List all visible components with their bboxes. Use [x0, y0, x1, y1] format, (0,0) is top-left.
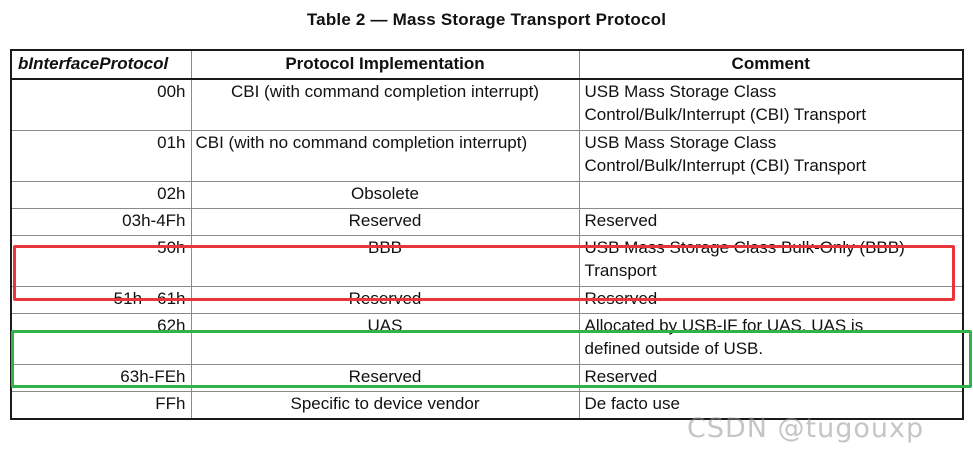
- cell-protocol-code: 03h-4Fh: [10, 208, 192, 236]
- cell-comment: USB Mass Storage Class Control/Bulk/Inte…: [578, 78, 964, 131]
- table-row: 62h UAS Allocated by USB-IF for UAS. UAS…: [10, 313, 964, 365]
- table-row: 00h CBI (with command completion interru…: [10, 78, 964, 131]
- cell-protocol-code: 00h: [10, 78, 192, 131]
- table-row: 51h - 61h Reserved Reserved: [10, 286, 964, 314]
- comment-text: Allocated by USB-IF for UAS. UAS is defi…: [584, 316, 864, 358]
- cell-protocol-code: 01h: [10, 130, 192, 182]
- cell-protocol-code: 63h-FEh: [10, 364, 192, 392]
- cell-implementation: CBI (with command completion interrupt): [190, 78, 580, 131]
- cell-protocol-code: 51h - 61h: [10, 286, 192, 314]
- header-binterfaceprotocol: bInterfaceProtocol: [10, 49, 192, 80]
- transport-protocol-table: bInterfaceProtocol Protocol Implementati…: [10, 49, 964, 420]
- table-row: 03h-4Fh Reserved Reserved: [10, 208, 964, 236]
- table-row: 02h Obsolete: [10, 181, 964, 209]
- table-header-row: bInterfaceProtocol Protocol Implementati…: [10, 49, 964, 80]
- table-row: 50h BBB USB Mass Storage Class Bulk-Only…: [10, 235, 964, 287]
- cell-implementation: Obsolete: [190, 181, 580, 209]
- comment-text: USB Mass Storage Class Bulk-Only (BBB) T…: [584, 238, 905, 280]
- comment-text: USB Mass Storage Class Control/Bulk/Inte…: [584, 133, 867, 175]
- cell-protocol-code: 62h: [10, 313, 192, 365]
- cell-protocol-code: FFh: [10, 391, 192, 420]
- table-caption: Table 2 — Mass Storage Transport Protoco…: [306, 10, 667, 29]
- header-protocol-implementation: Protocol Implementation: [190, 49, 580, 80]
- cell-protocol-code: 02h: [10, 181, 192, 209]
- table-row: 01h CBI (with no command completion inte…: [10, 130, 964, 182]
- cell-comment: USB Mass Storage Class Bulk-Only (BBB) T…: [578, 235, 964, 287]
- cell-implementation: Specific to device vendor: [190, 391, 580, 420]
- cell-comment: [578, 181, 964, 209]
- cell-comment: Reserved: [578, 208, 964, 236]
- cell-implementation: BBB: [190, 235, 580, 287]
- cell-implementation: Reserved: [190, 286, 580, 314]
- cell-implementation: UAS: [190, 313, 580, 365]
- cell-implementation: Reserved: [190, 364, 580, 392]
- comment-text: USB Mass Storage Class Control/Bulk/Inte…: [584, 82, 867, 124]
- cell-protocol-code: 50h: [10, 235, 192, 287]
- cell-comment: USB Mass Storage Class Control/Bulk/Inte…: [578, 130, 964, 182]
- watermark-text: CSDN @tugouxp: [687, 413, 925, 444]
- header-comment: Comment: [578, 49, 964, 80]
- cell-comment: Reserved: [578, 364, 964, 392]
- cell-comment: Reserved: [578, 286, 964, 314]
- cell-comment: Allocated by USB-IF for UAS. UAS is defi…: [578, 313, 964, 365]
- cell-comment: De facto use: [578, 391, 964, 420]
- cell-implementation: CBI (with no command completion interrup…: [190, 130, 580, 182]
- table-row: FFh Specific to device vendor De facto u…: [10, 391, 964, 420]
- table-row: 63h-FEh Reserved Reserved: [10, 364, 964, 392]
- cell-implementation: Reserved: [190, 208, 580, 236]
